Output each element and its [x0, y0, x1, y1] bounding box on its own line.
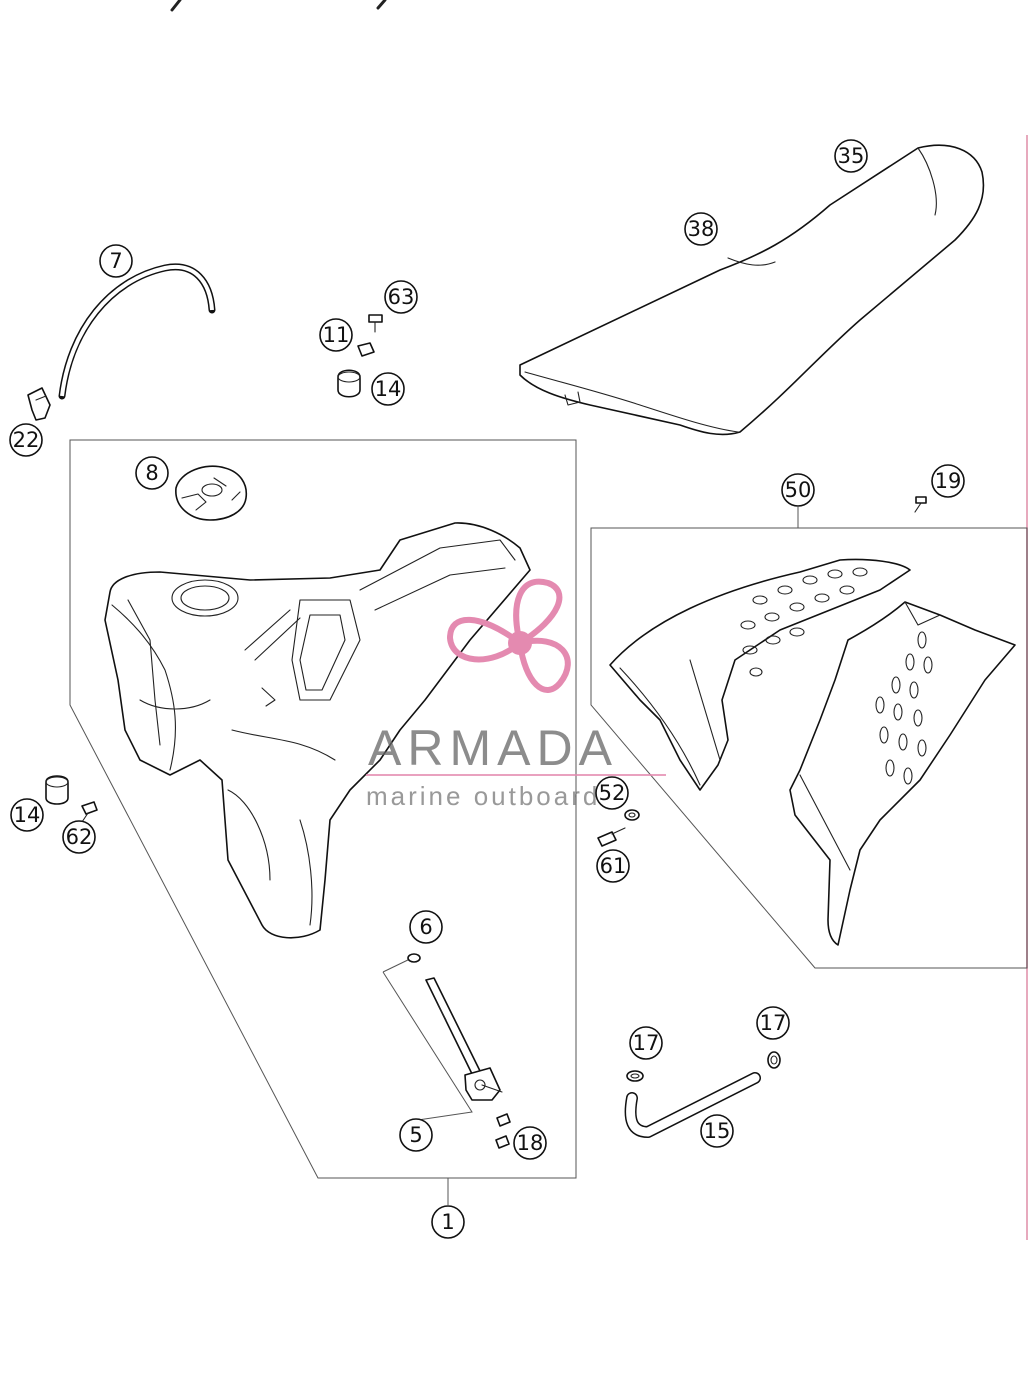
callout-18: 18	[513, 1126, 547, 1160]
spoiler-left-vents	[740, 567, 868, 677]
callout-52: 52	[595, 776, 629, 810]
fuel-tank-part	[104, 522, 531, 939]
svg-text:62: 62	[66, 825, 93, 849]
callout-14-top: 14	[371, 372, 405, 406]
callout-15: 15	[700, 1114, 734, 1148]
spoiler-right-part	[789, 601, 1016, 946]
svg-text:63: 63	[388, 285, 415, 309]
clipped-header-mark	[170, 0, 387, 12]
svg-text:14: 14	[375, 377, 402, 401]
svg-text:15: 15	[704, 1119, 731, 1143]
callout-38: 38	[684, 212, 718, 246]
callout-63: 63	[384, 280, 418, 314]
svg-text:1: 1	[441, 1210, 454, 1234]
breather-hose-part	[58, 263, 216, 400]
callout-19: 19	[931, 464, 965, 498]
callout-22: 22	[9, 423, 43, 457]
screw-62-part	[81, 801, 98, 823]
seat-part	[519, 144, 985, 436]
fuel-tap-group-frame	[382, 971, 473, 1121]
svg-text:17: 17	[760, 1011, 787, 1035]
callout-1: 1	[431, 1205, 465, 1239]
screw-61-part	[597, 827, 626, 847]
screw-19-part	[914, 496, 927, 513]
hose-clamp-17-right-part	[767, 1051, 781, 1069]
spoiler-left-part	[609, 558, 911, 791]
callout-14-left: 14	[10, 798, 44, 832]
spoiler-group-frame	[590, 527, 1028, 969]
callout-5: 5	[399, 1118, 433, 1152]
o-ring-6-part	[407, 953, 421, 963]
watermark-brand: ARMADA	[368, 720, 618, 776]
callout-8: 8	[135, 456, 169, 490]
watermark: ARMADA marine outboards	[366, 578, 666, 811]
screw-18-part	[495, 1113, 511, 1149]
fuel-tank-group-frame	[69, 439, 577, 1179]
svg-text:52: 52	[599, 781, 626, 805]
svg-text:22: 22	[13, 428, 40, 452]
washer-52-part	[624, 809, 640, 821]
callout-17-left: 17	[629, 1026, 663, 1060]
callout-17-right: 17	[756, 1006, 790, 1040]
svg-text:38: 38	[688, 217, 715, 241]
svg-text:61: 61	[600, 854, 627, 878]
hose-clamp-17-left-part	[626, 1070, 644, 1082]
fuel-line-part	[624, 1072, 761, 1138]
callout-7: 7	[99, 244, 133, 278]
svg-text:19: 19	[935, 469, 962, 493]
spacer-nut-11-part	[357, 342, 375, 357]
callout-62: 62	[62, 820, 96, 854]
rubber-bushing-14-left-part	[45, 775, 69, 805]
svg-text:5: 5	[409, 1123, 422, 1147]
svg-text:18: 18	[517, 1131, 544, 1155]
svg-text:8: 8	[145, 461, 158, 485]
screw-63-part	[368, 314, 383, 333]
spoiler-right-vents	[875, 631, 933, 785]
callout-11: 11	[319, 318, 353, 352]
propeller-logo-icon	[446, 578, 571, 693]
watermark-tagline: marine outboards	[366, 781, 616, 811]
svg-text:35: 35	[838, 144, 865, 168]
fuel-tap-leader	[382, 957, 413, 973]
svg-text:50: 50	[785, 478, 812, 502]
svg-text:6: 6	[419, 915, 432, 939]
fuel-cap-part	[175, 465, 248, 521]
svg-text:11: 11	[323, 323, 350, 347]
callout-50: 50	[781, 473, 815, 507]
hose-fitting-part	[27, 387, 51, 421]
rubber-bushing-14-top-part	[337, 369, 361, 398]
svg-text:7: 7	[109, 249, 122, 273]
callout-6: 6	[409, 910, 443, 944]
callout-35: 35	[834, 139, 868, 173]
fuel-tap-part	[425, 977, 503, 1101]
svg-text:17: 17	[633, 1031, 660, 1055]
callout-61: 61	[596, 849, 630, 883]
svg-text:14: 14	[14, 803, 41, 827]
